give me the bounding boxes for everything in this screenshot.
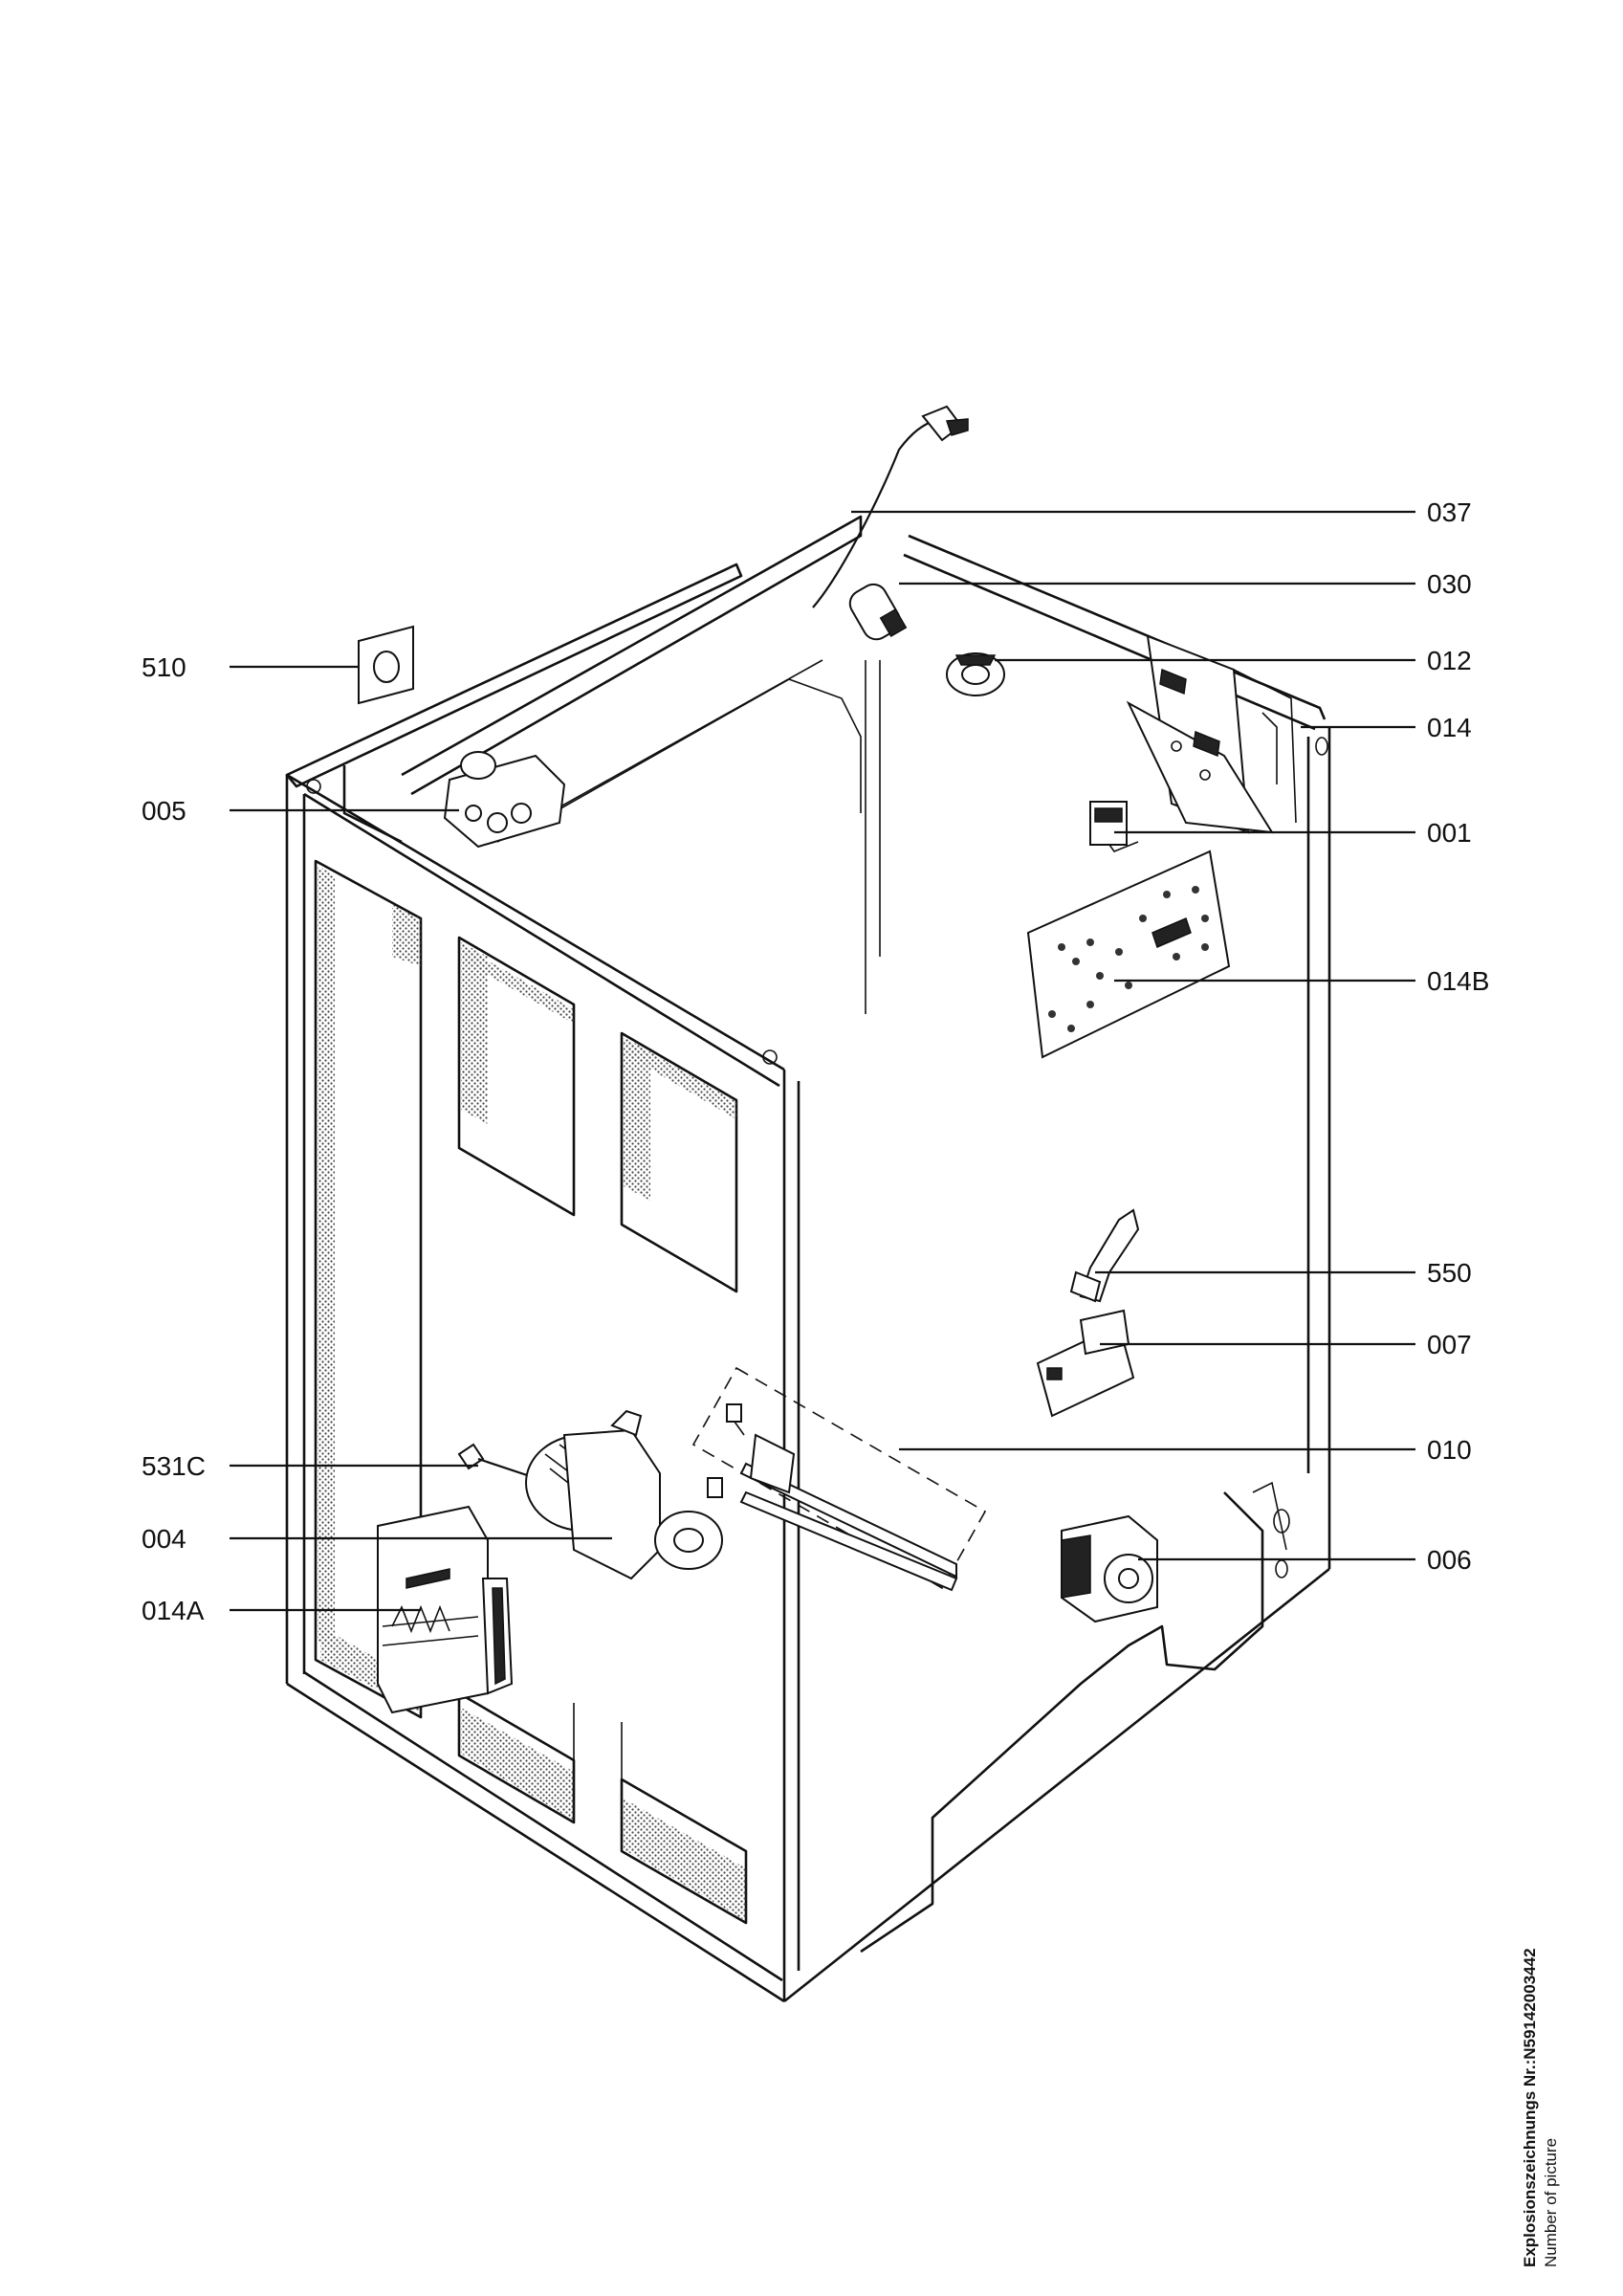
label-014a: 014A	[142, 1596, 205, 1625]
label-550: 550	[1427, 1258, 1472, 1288]
screw-part	[457, 1443, 537, 1480]
timer-part	[377, 1505, 514, 1714]
label-012: 012	[1427, 646, 1472, 675]
label-014b: 014B	[1427, 966, 1489, 996]
label-005: 005	[142, 796, 186, 826]
picture-number-label: Number of picture	[1542, 2137, 1560, 2267]
label-531c: 531C	[142, 1451, 206, 1481]
control-panel-bracket-part	[1126, 634, 1297, 834]
pump-part	[1061, 1514, 1158, 1623]
label-030: 030	[1427, 569, 1472, 599]
label-001: 001	[1427, 818, 1472, 848]
connector-part	[1089, 801, 1139, 852]
label-006: 006	[1427, 1545, 1472, 1575]
side-panels	[314, 859, 748, 1925]
drawing-number: Explosionszeichnungs Nr.:N59142003442	[1521, 1948, 1539, 2267]
heating-element-part	[691, 1366, 987, 1592]
door-interlock-part	[1036, 1309, 1135, 1418]
drawing-caption: Explosionszeichnungs Nr.:N59142003442 Nu…	[1521, 1406, 1597, 2267]
valve-part	[443, 751, 566, 849]
gasket-part	[358, 625, 414, 705]
mains-cable-part	[812, 405, 969, 608]
electronic-board-part	[1026, 850, 1231, 1059]
leader-lines	[230, 510, 1415, 1612]
label-037: 037	[1427, 497, 1472, 527]
label-007: 007	[1427, 1330, 1472, 1359]
label-014: 014	[1427, 713, 1472, 742]
label-010: 010	[1427, 1435, 1472, 1465]
lever-part	[1069, 1208, 1140, 1303]
label-510: 510	[142, 652, 186, 682]
pressure-switch-part	[946, 652, 1005, 696]
label-004: 004	[142, 1524, 186, 1554]
capacitor-part	[848, 583, 908, 641]
drain-pump-part	[525, 1409, 723, 1580]
